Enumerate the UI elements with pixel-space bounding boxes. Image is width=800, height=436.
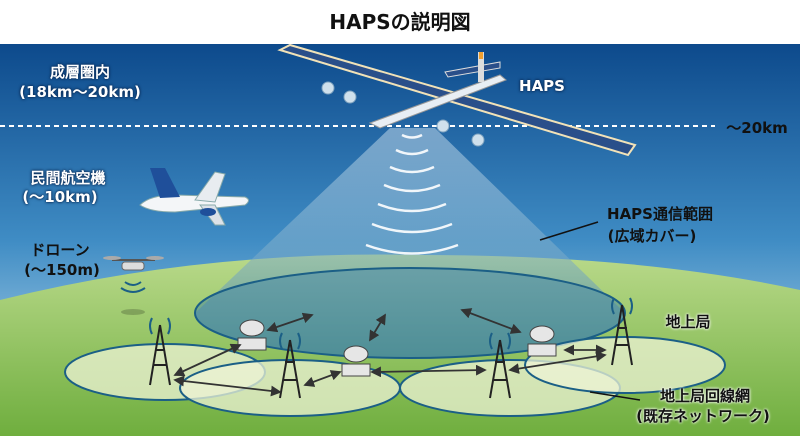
- stratosphere-range-label: (18km～20km): [19, 83, 141, 101]
- haps-coverage-cone: [195, 128, 625, 358]
- radio-towers: [149, 304, 633, 399]
- airliner-icon: [139, 168, 249, 226]
- link-arrows: [173, 308, 607, 397]
- haps-aircraft-icon: [277, 43, 637, 157]
- altitude-label: ～20km: [726, 119, 788, 137]
- stratosphere-label: 成層圏内: [49, 63, 111, 81]
- haps-coverage-note: (広域カバー): [607, 227, 697, 245]
- page-title: HAPSの説明図: [329, 10, 471, 34]
- airliner-altitude-label: (～10km): [22, 188, 98, 206]
- drone-label: ドローン: [30, 241, 90, 259]
- airliner-label: 民間航空機: [30, 169, 106, 187]
- tower-signal-icons: [149, 297, 633, 350]
- radio-wave-icon: [365, 133, 459, 255]
- coverage-leader-line: [539, 221, 599, 241]
- haps-label: HAPS: [519, 77, 565, 95]
- haps-coverage-area: [194, 267, 626, 359]
- satellite-dish-icons: [237, 319, 557, 377]
- drone-icon: [103, 256, 164, 315]
- ground-network-label: 地上局回線網: [659, 387, 751, 405]
- network-leader-line: [589, 391, 641, 401]
- ground-station-label: 地上局: [665, 313, 711, 331]
- haps-coverage-label: HAPS通信範囲: [607, 205, 713, 223]
- drone-altitude-label: (～150m): [24, 261, 100, 279]
- ground-network-note: (既存ネットワーク): [636, 407, 770, 425]
